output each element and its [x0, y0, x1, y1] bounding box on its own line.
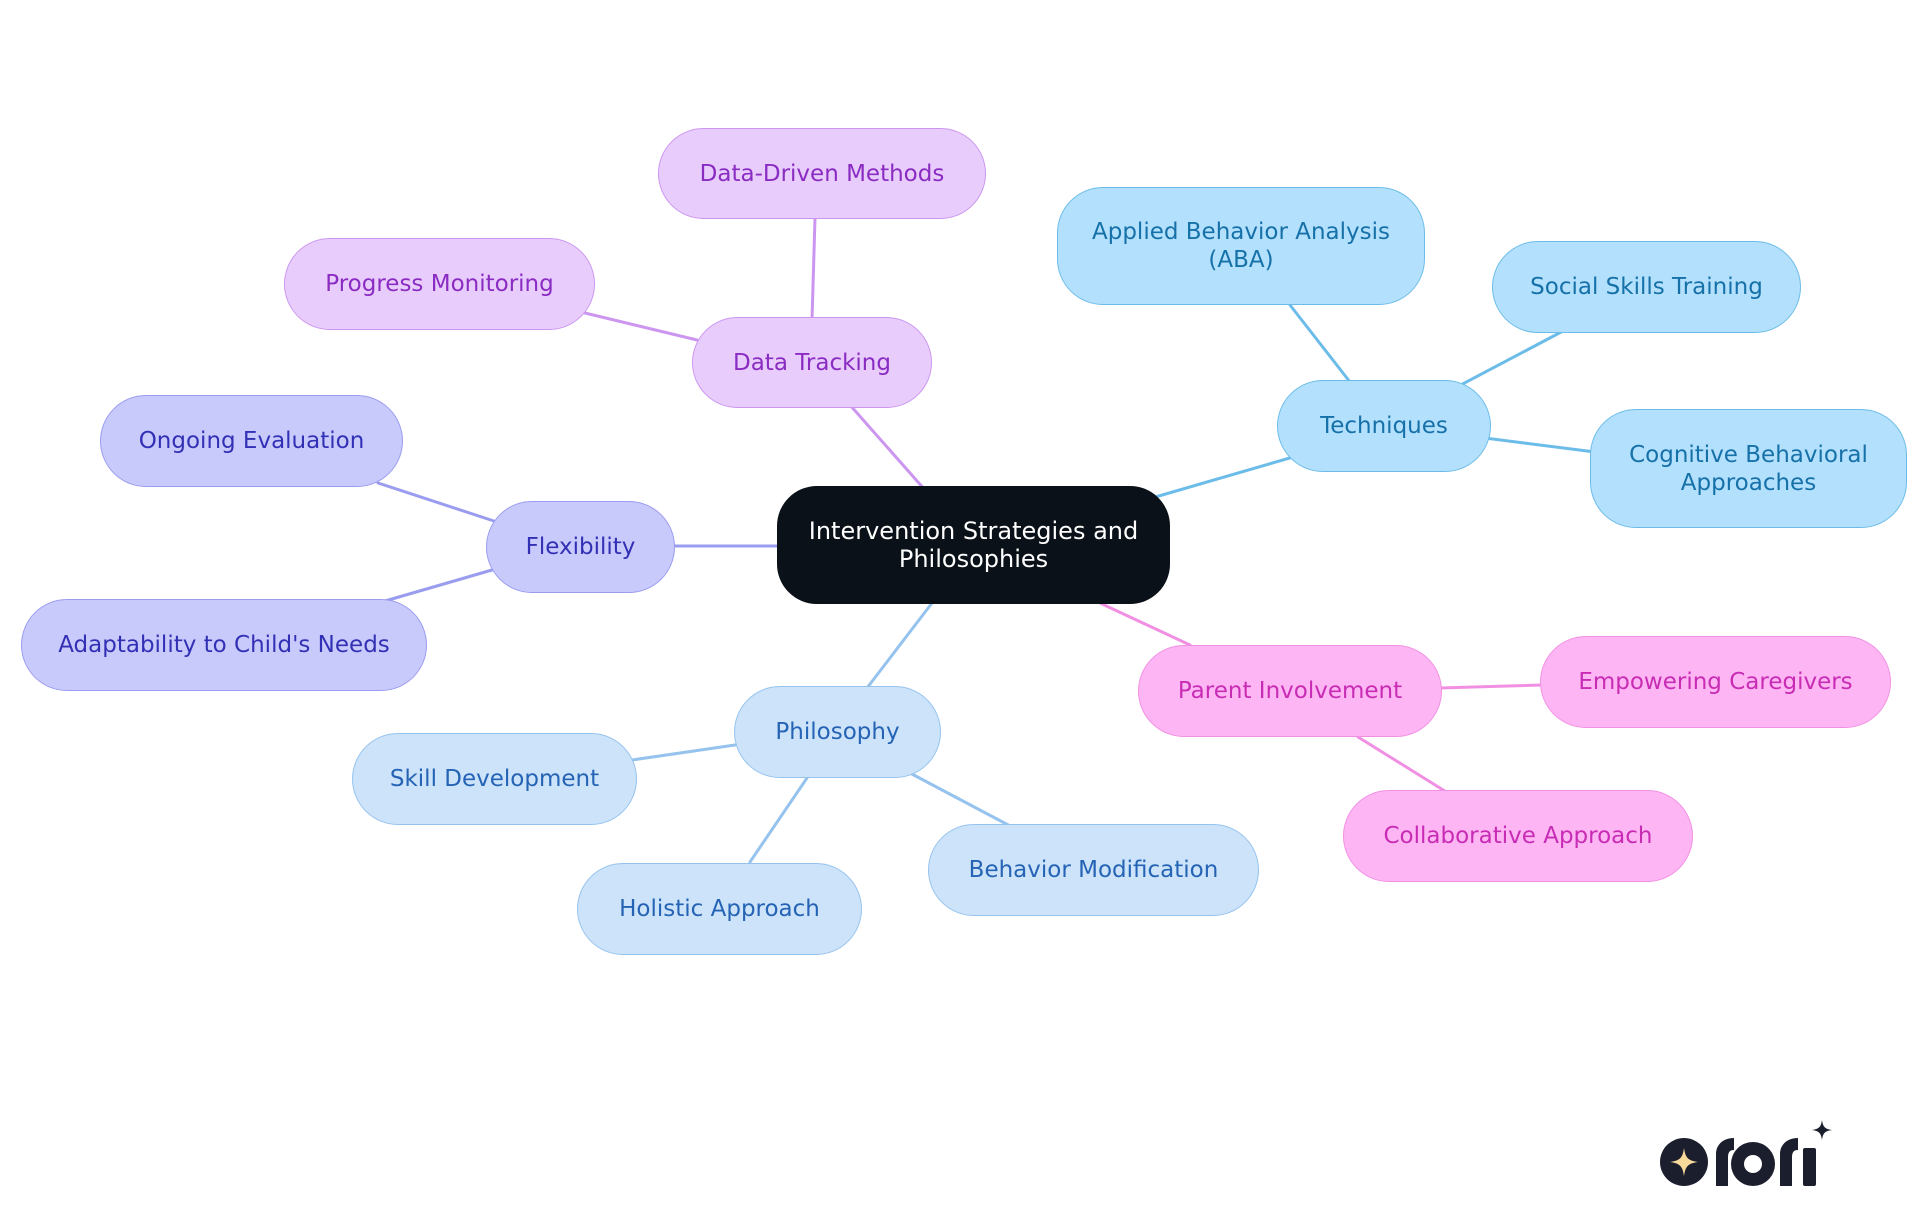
edge-datatracking-datadriven	[810, 216, 817, 322]
node-holistic-approach[interactable]: Holistic Approach	[577, 863, 862, 955]
node-ongoing-evaluation[interactable]: Ongoing Evaluation	[100, 395, 403, 487]
node-social-skills-training[interactable]: Social Skills Training	[1492, 241, 1801, 333]
edge-techniques-social	[1453, 328, 1567, 390]
node-progress-monitoring[interactable]: Progress Monitoring	[284, 238, 595, 330]
techniques-label: Techniques	[1320, 413, 1448, 439]
edge-root-parent	[1098, 601, 1192, 647]
root-node[interactable]: Intervention Strategies and Philosophies	[777, 486, 1170, 604]
social-skills-label: Social Skills Training	[1530, 274, 1763, 300]
node-techniques[interactable]: Techniques	[1277, 380, 1491, 472]
edge-root-techniques	[1143, 453, 1302, 502]
collaborative-approach-label: Collaborative Approach	[1383, 823, 1653, 849]
edge-root-philosophy	[865, 601, 934, 690]
parent-involvement-label: Parent Involvement	[1177, 678, 1403, 704]
node-data-driven-methods[interactable]: Data-Driven Methods	[658, 128, 986, 219]
node-applied-behavior-analysis[interactable]: Applied Behavior Analysis (ABA)	[1057, 187, 1425, 305]
adaptability-label: Adaptability to Child's Needs	[58, 632, 390, 658]
behavior-modification-label: Behavior Modification	[968, 857, 1219, 883]
holistic-approach-label: Holistic Approach	[619, 896, 820, 922]
edge-root-datatracking	[848, 403, 927, 492]
data-driven-label: Data-Driven Methods	[699, 160, 945, 187]
progress-monitoring-label: Progress Monitoring	[325, 271, 554, 297]
node-parent-involvement[interactable]: Parent Involvement	[1138, 645, 1442, 737]
skill-development-label: Skill Development	[389, 766, 600, 792]
node-adaptability-to-childs-needs[interactable]: Adaptability to Child's Needs	[21, 599, 427, 691]
edge-parent-empowering	[1438, 683, 1545, 690]
flexibility-label: Flexibility	[525, 534, 636, 560]
aba-label: Applied Behavior Analysis (ABA)	[1092, 219, 1390, 273]
logo-wordmark	[1716, 1120, 1832, 1186]
edge-philosophy-behavior	[908, 771, 1014, 829]
edge-parent-collaborative	[1356, 735, 1450, 795]
edge-philosophy-skill	[630, 743, 737, 762]
root-label: Intervention Strategies and Philosophies	[808, 517, 1139, 573]
edge-flexibility-adaptability	[383, 568, 494, 603]
node-behavior-modification[interactable]: Behavior Modification	[928, 824, 1259, 916]
edge-flexibility-ongoing	[376, 481, 499, 524]
data-tracking-label: Data Tracking	[733, 349, 891, 376]
ongoing-evaluation-label: Ongoing Evaluation	[138, 428, 365, 454]
edge-techniques-aba	[1288, 303, 1352, 384]
node-skill-development[interactable]: Skill Development	[352, 733, 637, 825]
node-collaborative-approach[interactable]: Collaborative Approach	[1343, 790, 1693, 882]
rori-logo: rori	[1660, 1120, 1832, 1186]
cbt-label: Cognitive Behavioral Approaches	[1629, 441, 1868, 496]
edge-techniques-cbt	[1483, 436, 1597, 454]
sparkle-icon	[1660, 1138, 1708, 1186]
node-flexibility[interactable]: Flexibility	[486, 501, 675, 593]
edge-datatracking-progress	[583, 311, 699, 342]
edge-philosophy-holistic	[748, 776, 809, 864]
node-data-tracking[interactable]: Data Tracking	[692, 317, 932, 408]
philosophy-label: Philosophy	[775, 719, 900, 745]
node-empowering-caregivers[interactable]: Empowering Caregivers	[1540, 636, 1891, 728]
node-philosophy[interactable]: Philosophy	[734, 686, 941, 778]
node-cognitive-behavioral-approaches[interactable]: Cognitive Behavioral Approaches	[1590, 409, 1907, 528]
empowering-caregivers-label: Empowering Caregivers	[1578, 669, 1853, 695]
